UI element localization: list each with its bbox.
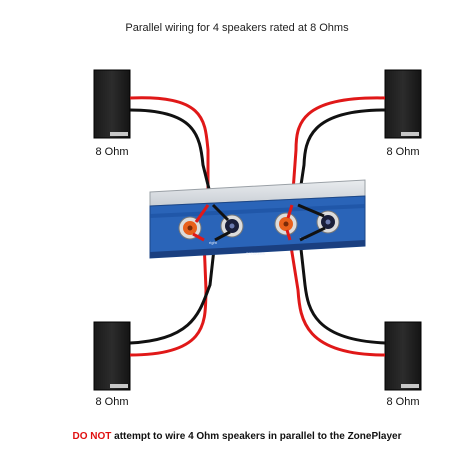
- speaker-bottom-left: [93, 321, 131, 391]
- speaker-bottom-left-label: 8 Ohm: [95, 396, 129, 408]
- speaker-bottom-right-label: 8 Ohm: [386, 396, 420, 408]
- wire-bottom-right-positive: [288, 239, 386, 357]
- speaker-top-right-label: 8 Ohm: [386, 146, 420, 158]
- speaker-top-left: [93, 69, 131, 139]
- warning-note: DO NOT attempt to wire 4 Ohm speakers in…: [0, 431, 474, 442]
- amp-speakers-label: SPEAKERS: [246, 252, 266, 256]
- speaker-bottom-right: [384, 321, 422, 391]
- wire-top-right-positive: [290, 96, 386, 206]
- wire-top-left-negative: [129, 108, 215, 206]
- speaker-top-right: [384, 69, 422, 139]
- wire-bottom-right-negative: [298, 239, 386, 345]
- amp-right-label: right: [209, 240, 218, 245]
- wire-top-left-positive: [129, 96, 210, 205]
- terminal-right-positive: [178, 216, 202, 240]
- terminal-left-positive: [274, 212, 298, 236]
- warning-text: attempt to wire 4 Ohm speakers in parall…: [111, 431, 402, 442]
- wire-bottom-left-negative: [129, 239, 217, 345]
- speaker-top-left-label: 8 Ohm: [95, 146, 129, 158]
- diagram-title: Parallel wiring for 4 speakers rated at …: [125, 22, 349, 34]
- wire-top-right-negative: [296, 108, 386, 206]
- amplifier-terminal-panel: right left SPEAKERS: [149, 179, 366, 259]
- warning-emphasis: DO NOT: [72, 431, 112, 442]
